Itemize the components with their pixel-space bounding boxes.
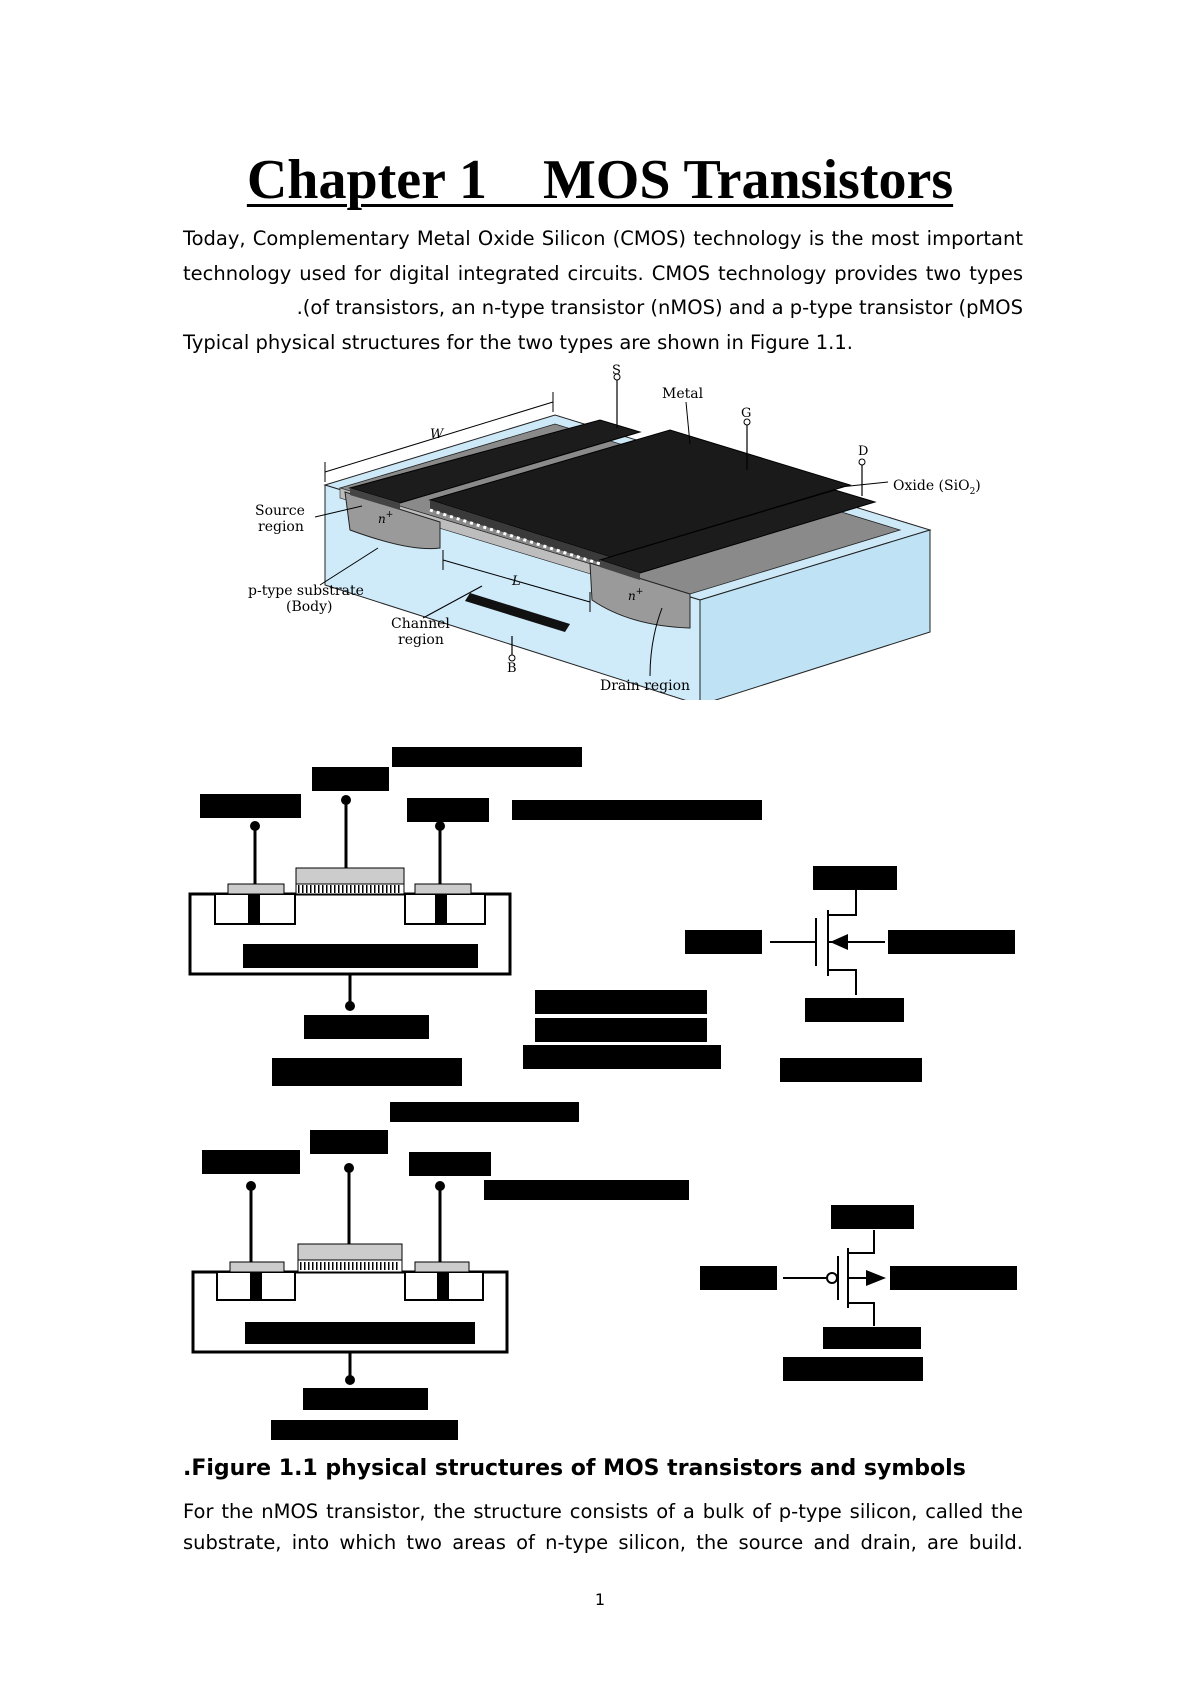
nmos-cross-section — [188, 747, 762, 1086]
label-d: D — [858, 444, 868, 459]
intro-line-3: .(of transistors, an n-type transistor (… — [296, 296, 1023, 320]
label-ptype-2: (Body) — [286, 599, 333, 615]
label-channel-1: Channel — [391, 616, 450, 632]
label-nplus-source: n+ — [378, 510, 393, 526]
label-ptype-1: p-type substrate — [248, 583, 364, 599]
label-drain: Drain region — [600, 678, 690, 694]
page-number: 1 — [594, 1590, 606, 1609]
label-s: S — [612, 363, 621, 378]
intro-paragraph: Today, Complementary Metal Oxide Silicon… — [183, 222, 1023, 360]
mos-cross-sections-figure — [188, 747, 1017, 1440]
intro-line-4: Typical physical structures for the two … — [183, 330, 853, 354]
label-source-1: Source — [255, 503, 305, 519]
label-g: G — [741, 406, 751, 421]
label-w: W — [430, 427, 445, 442]
label-channel-2: region — [398, 632, 444, 648]
figure-caption: .Figure 1.1 physical structures of MOS t… — [183, 1456, 966, 1481]
pmos-cross-section — [191, 1102, 689, 1440]
body-line-2: substrate, into which two areas of n-typ… — [183, 1531, 1023, 1554]
mosfet-3d-figure: S Metal G D Oxide (SiO2) W Source region… — [248, 363, 981, 700]
body-line-1: For the nMOS transistor, the structure c… — [183, 1500, 1023, 1523]
intro-line-2: technology used for digital integrated c… — [183, 261, 1023, 285]
pmos-symbol — [700, 1205, 1017, 1381]
label-source-2: region — [258, 519, 304, 535]
label-nplus-drain: n+ — [628, 587, 643, 603]
label-metal: Metal — [662, 386, 704, 402]
page-title: Chapter 1 MOS Transistors — [246, 149, 954, 211]
label-oxide: Oxide (SiO2) — [893, 478, 981, 497]
label-b: B — [507, 661, 517, 676]
body-paragraph: For the nMOS transistor, the structure c… — [183, 1496, 1023, 1558]
nmos-symbol — [685, 866, 1015, 1082]
intro-line-1: Today, Complementary Metal Oxide Silicon… — [183, 227, 1023, 250]
label-l: L — [511, 574, 521, 589]
